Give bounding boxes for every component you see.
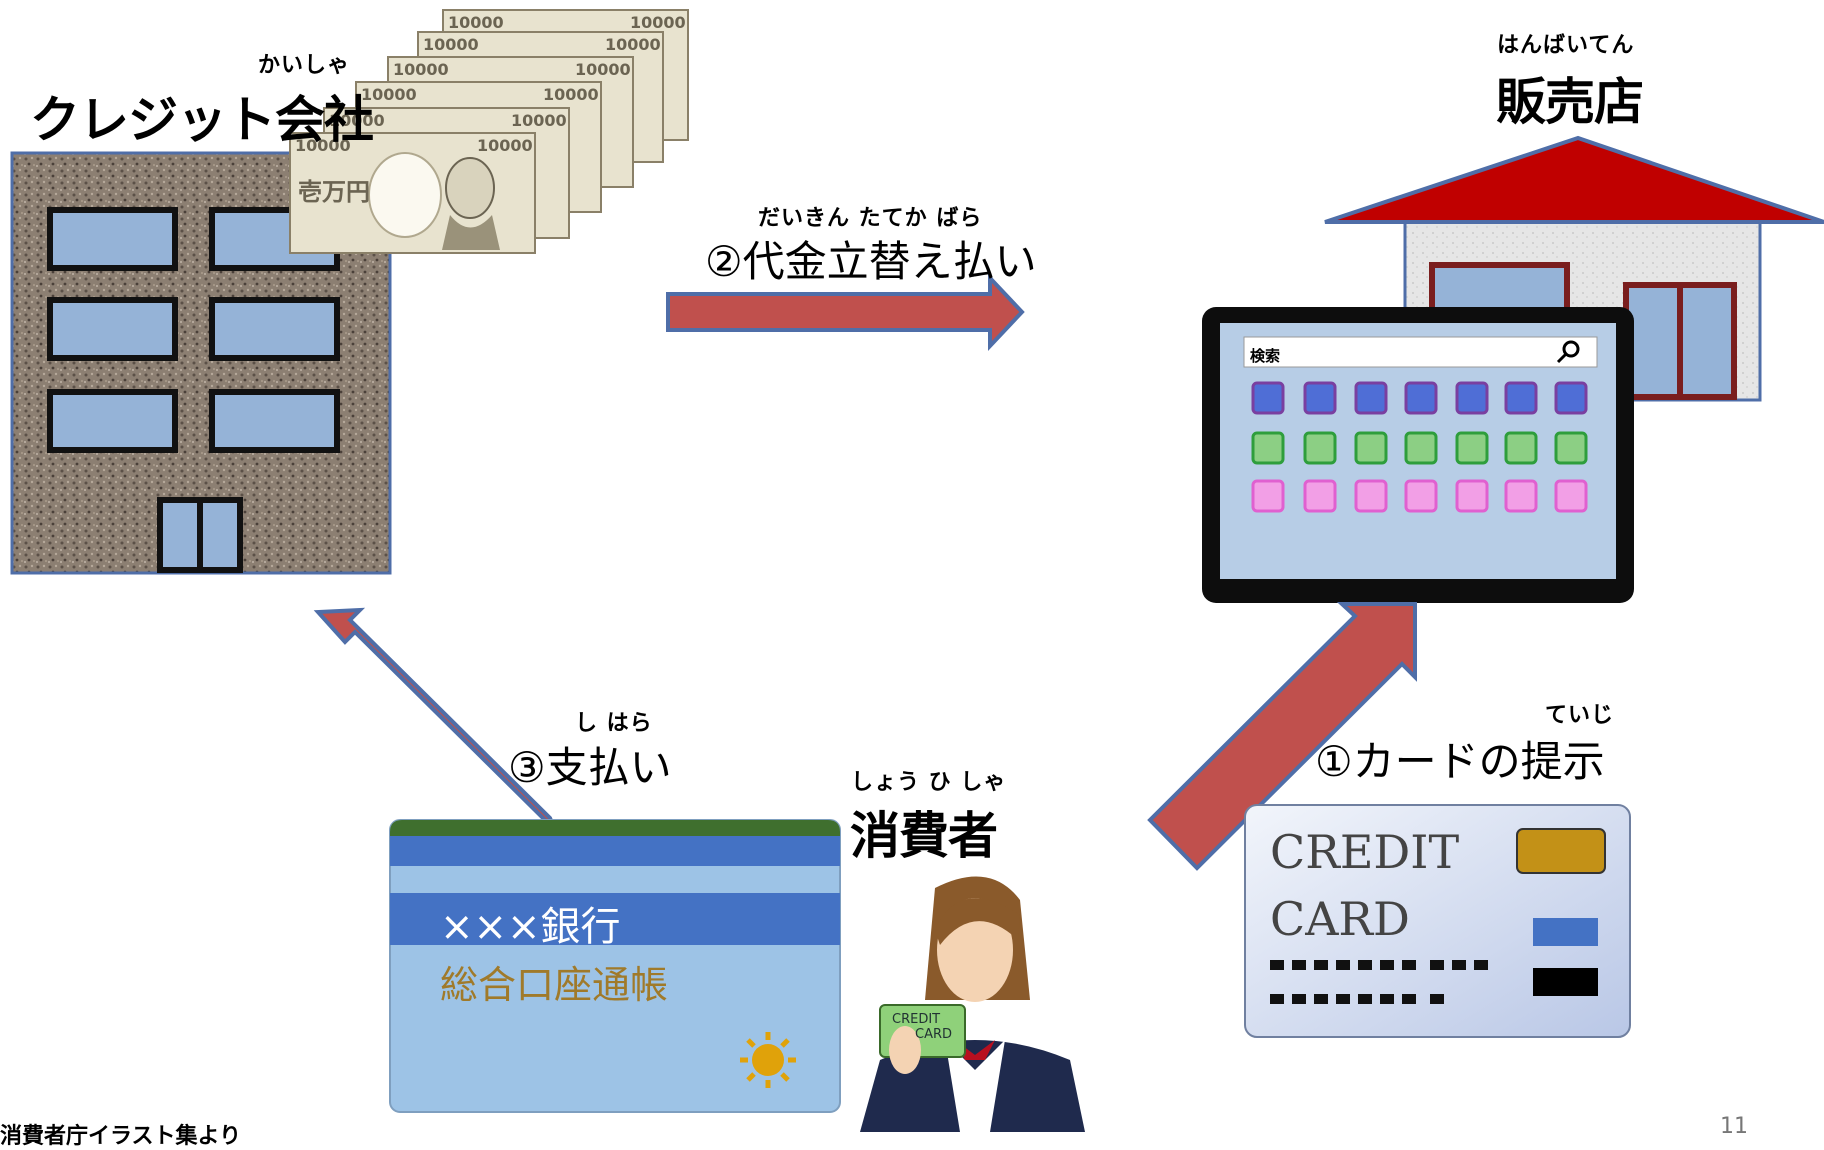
banknote-stack: 10000 10000 10000 10000 10000 10000 1000…: [289, 9, 689, 254]
passbook-sun-emblem: [740, 1032, 796, 1088]
shop-ruby: はんばいてん: [1497, 33, 1635, 58]
credit-card-line1: CREDIT: [1270, 825, 1459, 879]
banknote-kanji: 壱万円: [298, 178, 370, 206]
shop-name: 販売店: [1496, 73, 1644, 131]
small-card-line1: CREDIT: [892, 1012, 940, 1027]
svg-text:10000: 10000: [477, 136, 533, 155]
consumer-name: 消費者: [850, 807, 998, 865]
passbook-bank-name: ×××銀行: [440, 904, 621, 950]
step1-label: ①カードの提示: [1315, 737, 1605, 786]
small-card-line2: CARD: [915, 1027, 952, 1042]
svg-text:10000: 10000: [423, 35, 479, 54]
step1-ruby: ていじ: [1545, 703, 1615, 728]
company-ruby: かいしゃ: [258, 53, 351, 78]
credit-card-line2: CARD: [1270, 892, 1410, 946]
consumer-figure: [860, 876, 1085, 1132]
bank-passbook: [389, 819, 841, 1113]
svg-text:10000: 10000: [575, 60, 631, 79]
svg-text:10000: 10000: [361, 85, 417, 104]
tablet-search-text: 検索: [1250, 347, 1280, 365]
credit-card: [1244, 804, 1631, 1038]
consumer-ruby: しょう ひ しゃ: [851, 770, 1007, 795]
banknote-denomination: 10000: [448, 13, 504, 32]
svg-text:10000: 10000: [511, 111, 567, 130]
company-name: クレジット会社: [30, 91, 374, 149]
tablet-app-grid: [1251, 381, 1588, 513]
step3-label: ③支払い: [508, 743, 672, 792]
svg-text:10000: 10000: [295, 136, 351, 155]
arrow-step1: [1147, 602, 1417, 871]
passbook-title: 総合口座通帳: [440, 963, 668, 1007]
step2-ruby: だいきん たてか ばら: [758, 206, 983, 231]
svg-text:10000: 10000: [630, 13, 686, 32]
svg-text:10000: 10000: [605, 35, 661, 54]
image-credit: 消費者庁イラスト集より: [0, 1124, 242, 1149]
page-number: 11: [1720, 1114, 1748, 1139]
svg-text:10000: 10000: [543, 85, 599, 104]
arrow-step2: [666, 272, 1025, 352]
svg-text:10000: 10000: [329, 111, 385, 130]
step3-ruby: し はら: [575, 711, 653, 736]
svg-text:10000: 10000: [393, 60, 449, 79]
arrow-step3: [313, 607, 557, 832]
step2-label: ②代金立替え払い: [705, 237, 1037, 286]
